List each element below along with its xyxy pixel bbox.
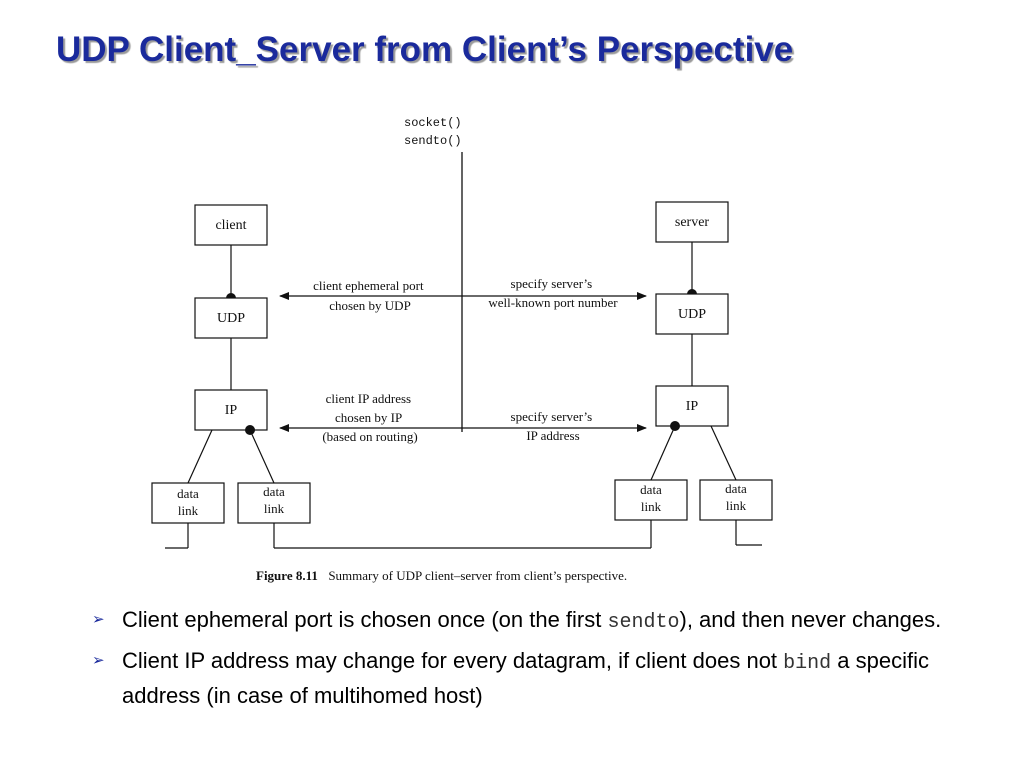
bind-code: bind xyxy=(783,652,832,675)
sendto-code: sendto xyxy=(607,611,680,634)
port-left-label: client ephemeral port chosen by UDP xyxy=(313,278,427,313)
client-udp-label: UDP xyxy=(217,311,245,326)
sendto-call-label: sendto() xyxy=(404,134,462,148)
figure-caption: Figure 8.11 Summary of UDP client–server… xyxy=(256,567,627,584)
bullet-item: ➢ Client IP address may change for every… xyxy=(90,645,990,712)
ip-right-label: specify server’s IP address xyxy=(511,409,596,443)
server-udp-box xyxy=(655,293,729,335)
client-udp-box xyxy=(194,297,268,339)
bullet-item: ➢ Client ephemeral port is chosen once (… xyxy=(90,604,990,639)
ip-left-label: client IP address chosen by IP (based on… xyxy=(322,391,417,444)
bullet-list: ➢ Client ephemeral port is chosen once (… xyxy=(90,604,990,718)
server-datalink-2 xyxy=(699,479,773,521)
client-box xyxy=(194,204,268,246)
client-ip-label: IP xyxy=(225,403,238,418)
port-right-label: specify server’s well-known port number xyxy=(488,276,618,310)
bullet-text: Client ephemeral port is chosen once (on… xyxy=(122,607,942,634)
slide-title: UDP Client_Server from Client’s Perspect… xyxy=(56,30,794,69)
client-ip-box xyxy=(194,389,268,431)
server-box-label: server xyxy=(675,215,710,230)
server-ip-label: IP xyxy=(686,399,699,414)
socket-call-label: socket() xyxy=(404,116,462,130)
server-udp-label: UDP xyxy=(678,307,706,322)
bullet-text: Client IP address may change for every d… xyxy=(122,648,930,708)
client-datalink-1 xyxy=(151,482,225,524)
server-ip-box xyxy=(655,385,729,427)
client-datalink-2 xyxy=(237,482,311,524)
arrowhead-bullet-icon: ➢ xyxy=(92,611,105,628)
client-box-label: client xyxy=(215,218,246,233)
arrowhead-bullet-icon: ➢ xyxy=(92,652,105,669)
